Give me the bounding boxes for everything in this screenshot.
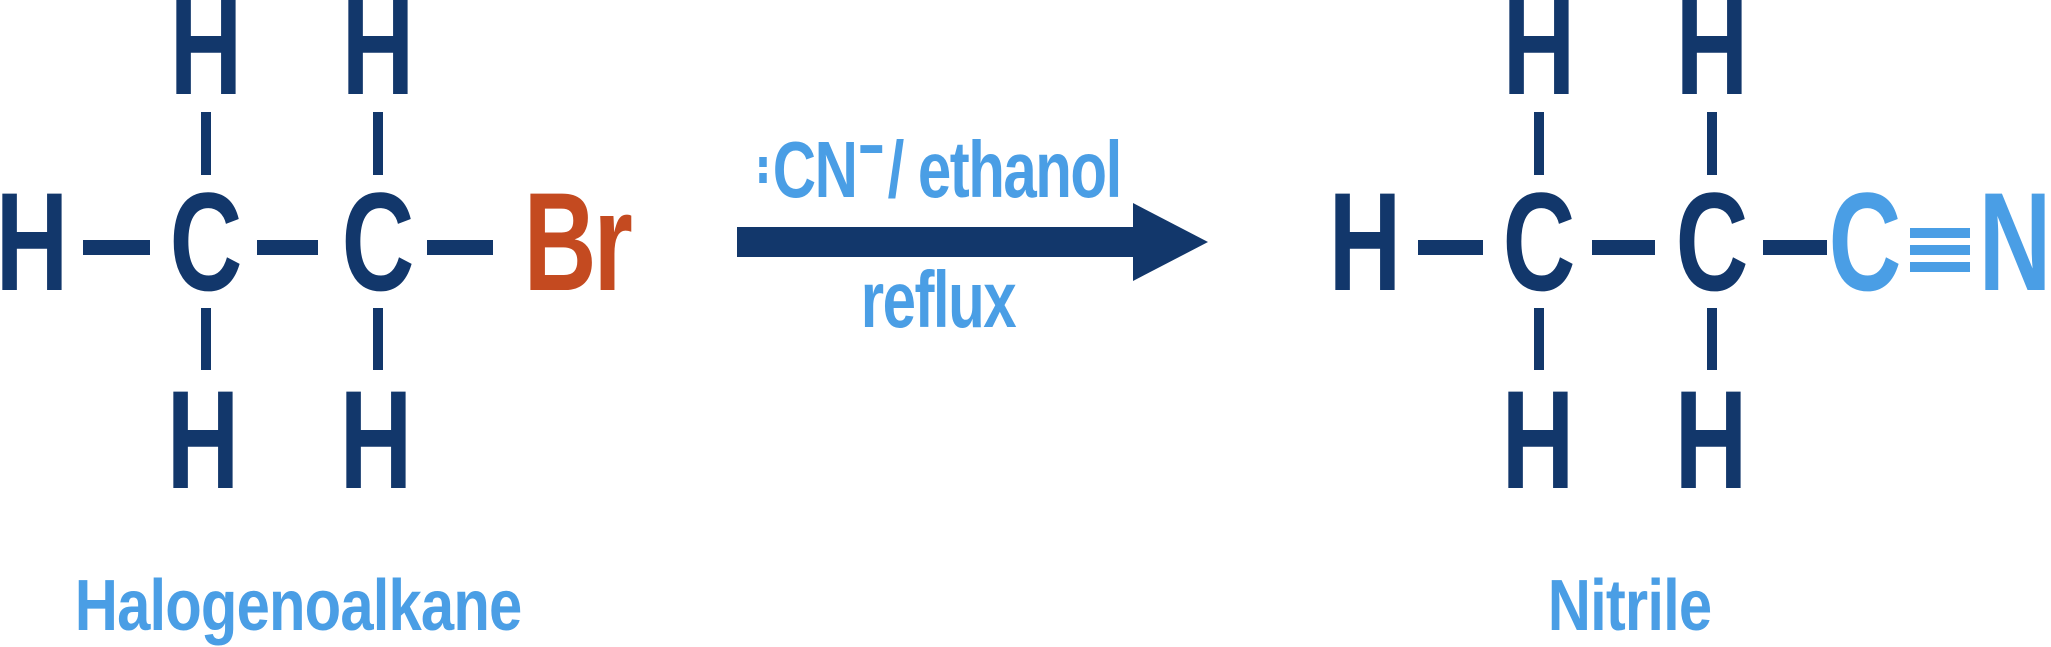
single-bond — [1707, 308, 1717, 370]
reaction-arrow-head — [1133, 203, 1208, 281]
negative-charge: − — [859, 119, 884, 179]
triple-bond — [1910, 228, 1970, 272]
atom-label: H — [1675, 361, 1748, 518]
atom-label: H — [0, 163, 69, 320]
atom-label: H — [342, 0, 415, 124]
atom-label: C — [1503, 163, 1576, 320]
reagent-formula: CN — [772, 125, 858, 214]
single-bond — [1534, 308, 1544, 370]
atom-label: C — [342, 163, 415, 320]
atom-label: C — [1676, 163, 1749, 320]
atom-label: H — [1329, 163, 1402, 320]
atom-label: C — [170, 163, 243, 320]
single-bond — [1418, 240, 1483, 255]
atom-label: H — [340, 361, 413, 518]
atom-label: C — [1829, 163, 1902, 320]
atom-label: H — [1502, 361, 1575, 518]
single-bond — [373, 308, 383, 370]
single-bond — [201, 308, 211, 370]
single-bond — [1707, 112, 1717, 175]
single-bond — [373, 112, 383, 175]
atom-label: H — [170, 0, 243, 124]
atom-label: N — [1979, 163, 2051, 320]
atom-label: Br — [523, 163, 633, 320]
atom-label: H — [167, 361, 240, 518]
single-bond — [1763, 240, 1827, 255]
lone-pair-dots-icon — [759, 157, 767, 183]
single-bond — [427, 240, 493, 255]
single-bond — [1592, 240, 1655, 255]
single-bond — [257, 240, 318, 255]
atom-label: H — [1676, 0, 1749, 124]
atom-label: H — [1503, 0, 1576, 124]
single-bond — [201, 112, 211, 175]
single-bond — [83, 240, 150, 255]
reagent-solvent: / ethanol — [887, 125, 1123, 214]
reaction-arrow-shaft — [737, 227, 1133, 257]
single-bond — [1534, 112, 1544, 175]
